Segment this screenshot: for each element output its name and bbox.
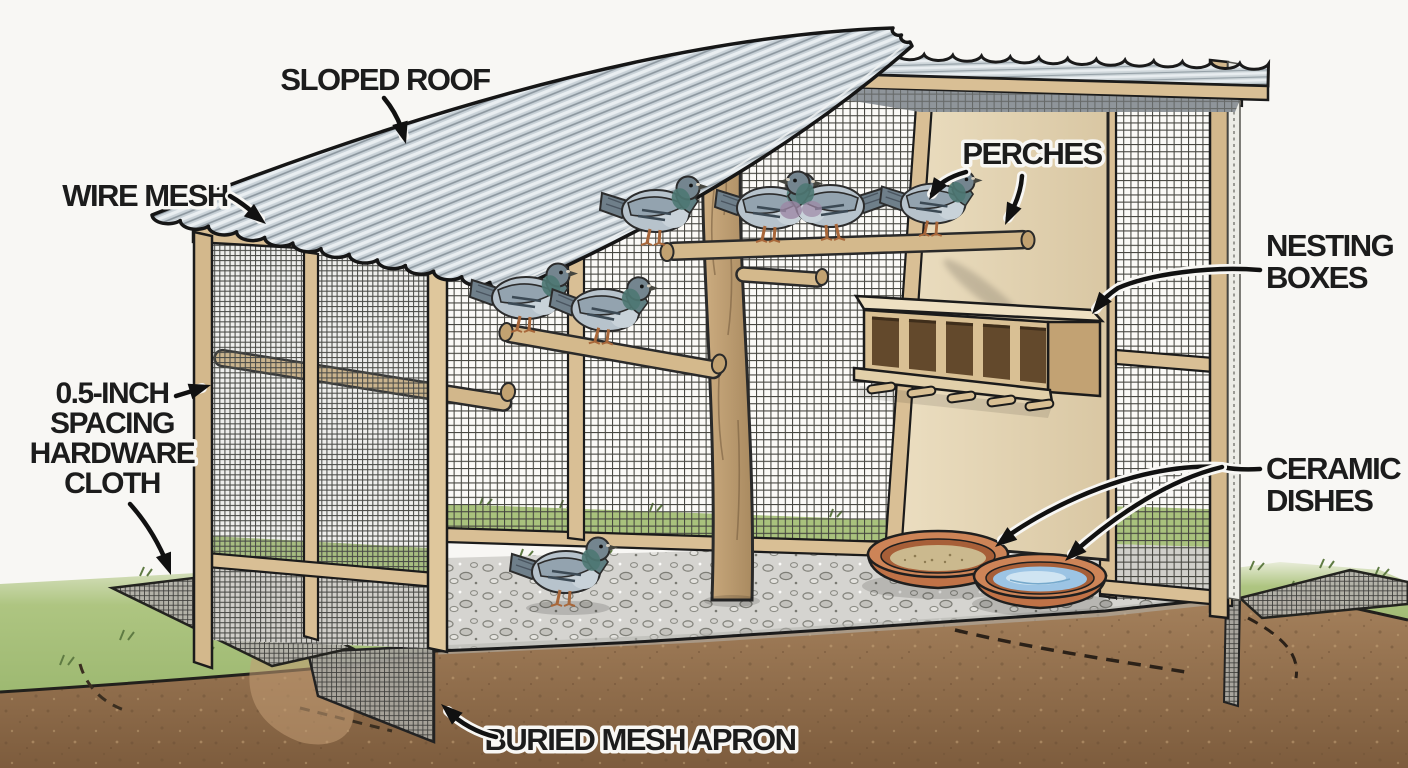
mesh-edge-strip	[1227, 61, 1241, 601]
mesh-apron-right	[1237, 568, 1408, 620]
nesting-box-top	[853, 294, 1105, 323]
nesting-boxes-text-line1: NESTING	[1266, 228, 1394, 263]
hardware-cloth-text-line4: CLOTH	[64, 467, 160, 500]
right-mesh-section	[1096, 58, 1244, 620]
ceramic-dishes-leader	[1219, 464, 1263, 472]
buried-mesh-right	[1222, 596, 1242, 708]
hardware-cloth-text-line2: SPACING	[50, 407, 174, 440]
perch-log-upper	[659, 229, 1036, 262]
buried-mesh-left	[306, 644, 436, 744]
label-nesting-boxes: NESTING BOXES	[1091, 225, 1399, 314]
ceramic-dish-water	[972, 552, 1112, 616]
perch-log-mid	[498, 322, 728, 380]
nesting-boxes-text-line2: BOXES	[1266, 260, 1368, 295]
left-panel-stud	[302, 250, 320, 642]
sloped-roof-text: SLOPED ROOF	[280, 62, 490, 97]
ceramic-dishes-arrow-2	[1069, 464, 1225, 557]
ceramic-dishes-arrow-1	[999, 464, 1225, 543]
annotations: SLOPED ROOF WIRE MESH PERCHES NESTING BO…	[26, 59, 1406, 761]
ceramic-dishes-text-line2: DISHES	[1266, 483, 1373, 518]
pigeons	[468, 169, 985, 615]
right-corner-post	[1208, 58, 1230, 620]
label-hardware-cloth: 0.5-INCH SPACING HARDWARE CLOTH	[26, 374, 211, 575]
nesting-box-pegs	[866, 381, 1055, 412]
buried-mesh-apron-text: BURIED MESH APRON	[485, 722, 796, 757]
perches-text: PERCHES	[962, 136, 1102, 171]
label-wire-mesh: WIRE MESH	[59, 175, 266, 224]
label-perches: PERCHES	[927, 133, 1108, 225]
hardware-cloth-text-line1: 0.5-INCH	[55, 377, 168, 410]
ceramic-dishes-text-line1: CERAMIC	[1266, 451, 1401, 486]
front-corner-post	[426, 224, 449, 654]
right-roof	[834, 49, 1271, 112]
nesting-boxes	[852, 294, 1105, 418]
hardware-cloth-text-line3: HARDWARE	[30, 437, 195, 470]
perch-log-stub	[735, 266, 830, 288]
left-corner-post	[192, 230, 214, 670]
nesting-box-side	[1046, 320, 1102, 398]
label-sloped-roof: SLOPED ROOF	[277, 59, 495, 144]
label-buried-mesh-apron: BURIED MESH APRON	[441, 704, 801, 761]
wire-mesh-text: WIRE MESH	[62, 178, 228, 213]
sloped-roof-panel	[150, 26, 914, 293]
soffit-mesh-shadow	[836, 88, 1240, 112]
label-ceramic-dishes: CERAMIC DISHES	[995, 448, 1406, 561]
